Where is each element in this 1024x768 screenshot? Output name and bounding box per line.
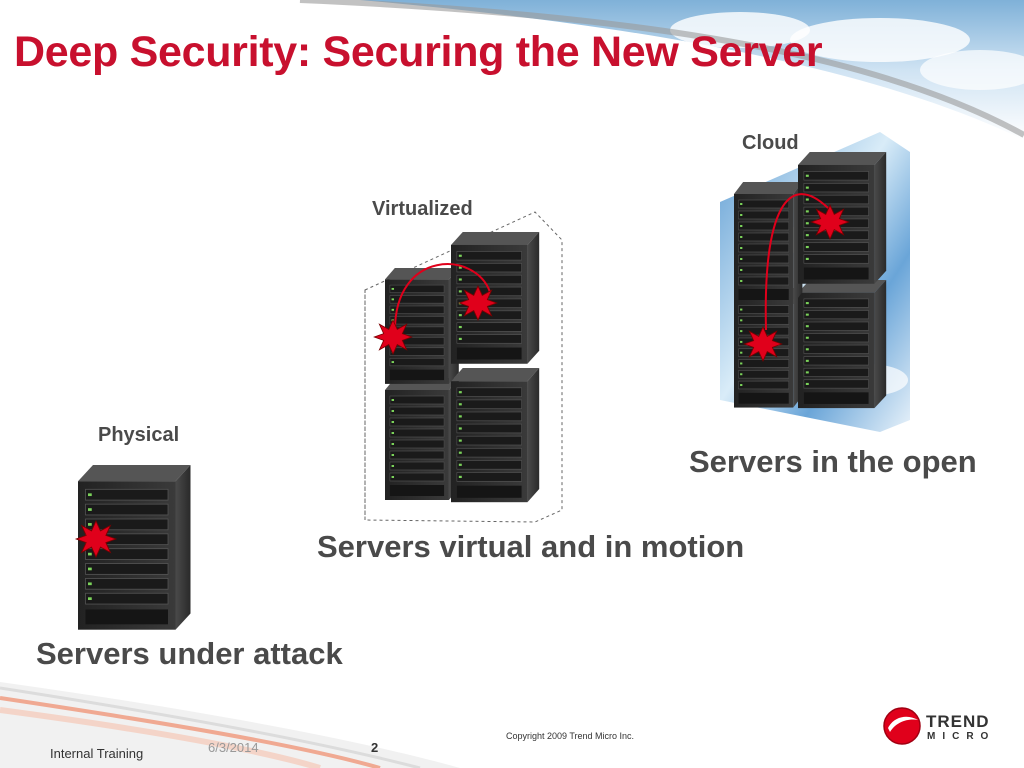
footer-page-number: 2 [371,740,379,755]
cloud-caption: Servers in the open [689,444,977,479]
attack-burst-icon [75,520,117,558]
server-rack-icon [384,377,460,501]
virtual-caption: Servers virtual and in motion [317,529,745,564]
motion-arc [394,263,491,331]
virtual-boundary [364,211,563,523]
cloud-label: Cloud [742,132,799,154]
virtualized-server-group [364,211,563,523]
attack-burst-icon [743,326,783,362]
motion-arc [764,193,829,331]
physical-caption: Servers under attack [36,636,343,671]
physical-server-group [75,464,192,631]
attack-burst-icon [810,204,850,240]
server-rack-icon [797,279,887,409]
attack-burst-icon [458,285,498,321]
trend-micro-logo-icon [883,707,921,745]
cloud-server-group [720,132,910,432]
footer-internal-training: Internal Training [50,746,144,761]
slide-title: Deep Security: Securing the New Server [14,28,823,76]
server-rack-icon [733,181,803,305]
attack-burst-icon [373,319,413,355]
header-sky-banner [299,0,1024,140]
footer-date: 6/3/2014 [208,740,259,755]
physical-label: Physical [98,424,180,446]
virtualized-label: Virtualized [372,198,473,220]
footer-copyright: Copyright 2009 Trend Micro Inc. [506,731,635,741]
logo-text-micro: MICRO [927,731,996,742]
server-rack-icon [450,367,540,503]
footer-swoosh [0,682,460,768]
server-rack-icon [797,151,887,285]
server-rack-icon [450,231,540,365]
logo-text-trend: TREND [926,712,990,731]
